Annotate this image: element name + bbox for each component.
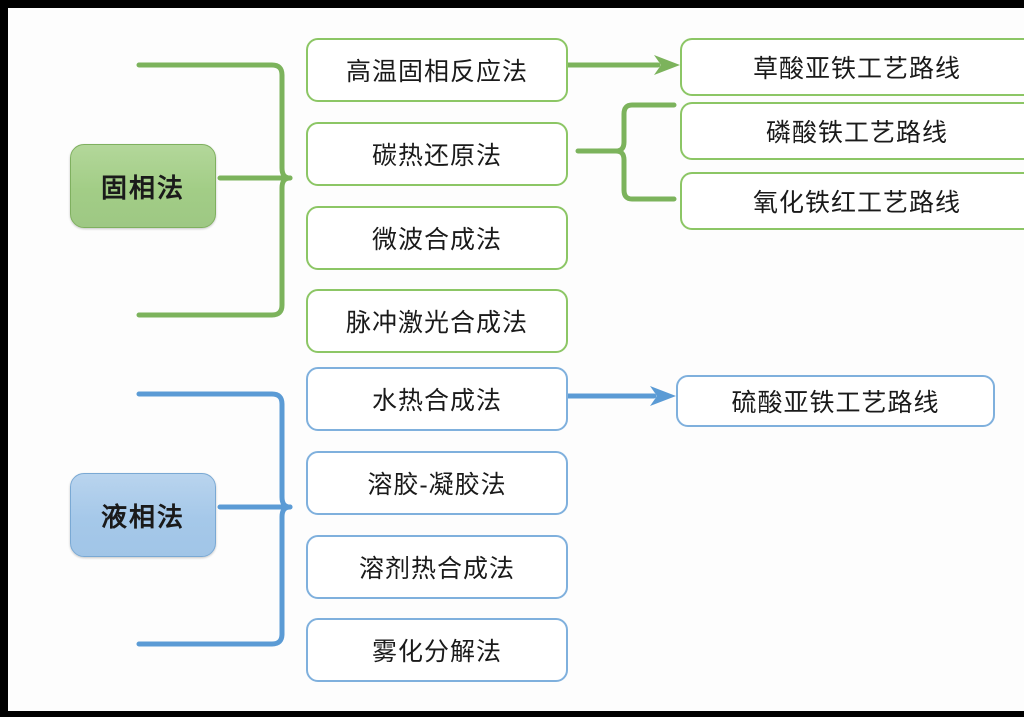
- arrow-to-oxalate-route: [565, 55, 680, 75]
- method-node-sol-gel[interactable]: 溶胶-凝胶法: [306, 451, 568, 515]
- method-node-spray-decomposition[interactable]: 雾化分解法: [306, 618, 568, 682]
- method-node-carbothermal-reduction-label: 碳热还原法: [371, 142, 502, 170]
- method-node-solvothermal-synthesis[interactable]: 溶剂热合成法: [306, 535, 568, 599]
- route-node-ferrous-oxalate[interactable]: 草酸亚铁工艺路线: [680, 38, 1024, 96]
- brace-carbothermal-routes: [575, 102, 677, 202]
- method-node-microwave-synthesis-label: 微波合成法: [371, 226, 502, 254]
- root-node-solid-phase-label: 固相法: [100, 172, 185, 203]
- route-node-iron-phosphate[interactable]: 磷酸铁工艺路线: [680, 102, 1024, 160]
- route-node-iron-oxide-red-label: 氧化铁红工艺路线: [752, 189, 961, 217]
- method-node-spray-decomposition-label: 雾化分解法: [371, 638, 502, 666]
- route-node-iron-oxide-red[interactable]: 氧化铁红工艺路线: [680, 172, 1024, 230]
- method-node-high-temp-solid-state-label: 高温固相反应法: [345, 58, 528, 86]
- method-node-hydrothermal-synthesis-label: 水热合成法: [371, 387, 502, 415]
- root-node-liquid-phase-label: 液相法: [100, 501, 185, 532]
- method-node-microwave-synthesis[interactable]: 微波合成法: [306, 206, 568, 270]
- route-node-ferrous-sulfate-label: 硫酸亚铁工艺路线: [731, 389, 940, 417]
- arrow-to-ferrous-sulfate-route: [565, 386, 676, 406]
- method-node-sol-gel-label: 溶胶-凝胶法: [367, 471, 507, 499]
- root-node-liquid-phase[interactable]: 液相法: [70, 473, 216, 557]
- route-node-ferrous-oxalate-label: 草酸亚铁工艺路线: [752, 55, 961, 83]
- root-node-solid-phase[interactable]: 固相法: [70, 144, 216, 228]
- diagram-canvas: 固相法 高温固相反应法 碳热还原法 微波合成法 脉冲激光合成法 草酸亚铁工艺路线…: [8, 8, 1024, 711]
- method-node-carbothermal-reduction[interactable]: 碳热还原法: [306, 122, 568, 186]
- route-node-ferrous-sulfate[interactable]: 硫酸亚铁工艺路线: [676, 375, 995, 427]
- method-node-pulsed-laser-synthesis-label: 脉冲激光合成法: [345, 309, 528, 337]
- method-node-pulsed-laser-synthesis[interactable]: 脉冲激光合成法: [306, 289, 568, 353]
- method-node-high-temp-solid-state[interactable]: 高温固相反应法: [306, 38, 568, 102]
- route-node-iron-phosphate-label: 磷酸铁工艺路线: [765, 119, 948, 147]
- method-node-hydrothermal-synthesis[interactable]: 水热合成法: [306, 367, 568, 431]
- method-node-solvothermal-synthesis-label: 溶剂热合成法: [358, 555, 515, 583]
